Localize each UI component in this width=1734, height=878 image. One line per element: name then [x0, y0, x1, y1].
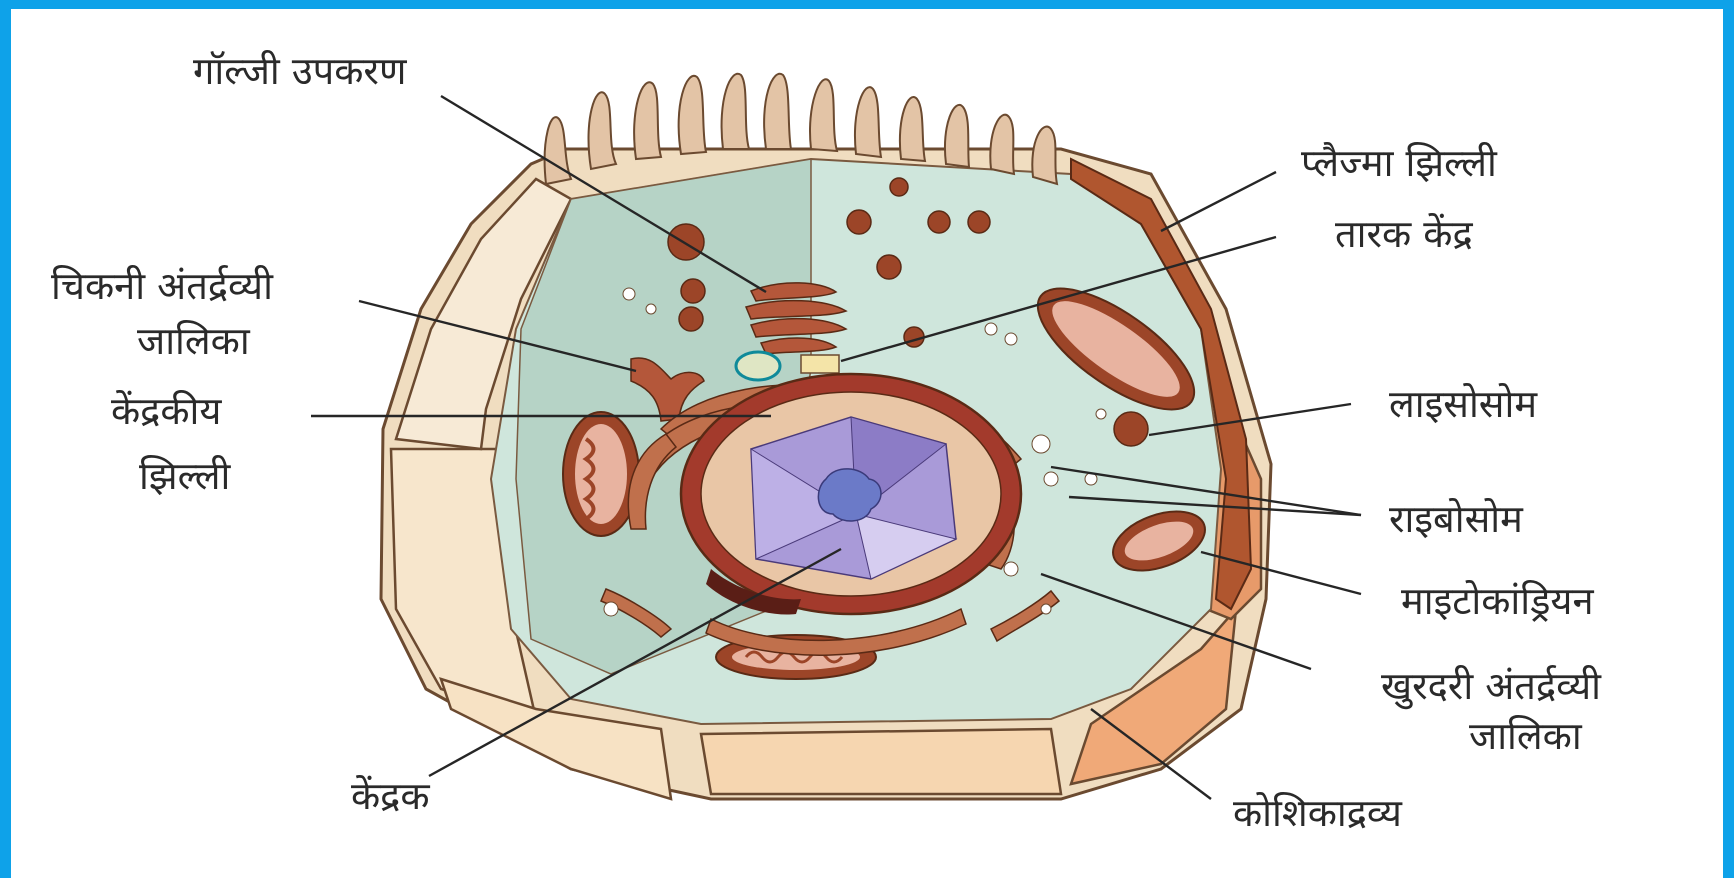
diagram-panel: गॉल्जी उपकरण चिकनी अंतर्द्रव्यी जालिका क…: [11, 9, 1723, 878]
label-cytoplasm: कोशिकाद्रव्य: [1233, 791, 1403, 835]
label-nuclear-membrane-line1: केंद्रकीय: [111, 389, 222, 433]
cell-wall-panel-bottom: [701, 729, 1061, 794]
label-smooth-er-line2: जालिका: [137, 319, 251, 363]
label-plasma-membrane: प्लैज्मा झिल्ली: [1301, 141, 1498, 185]
label-nuclear-membrane-line2: झिल्ली: [139, 454, 231, 498]
leader-plasma-membrane: [1161, 172, 1276, 231]
animal-cell-cutaway-icon: [381, 74, 1271, 799]
animal-cell-diagram: गॉल्जी उपकरण चिकनी अंतर्द्रव्यी जालिका क…: [11, 9, 1723, 878]
nucleus: [681, 374, 1021, 615]
label-centrosome: तारक केंद्र: [1335, 212, 1473, 256]
label-ribosome: राइबोसोम: [1389, 497, 1524, 541]
label-lysosome: लाइसोसोम: [1389, 382, 1538, 426]
label-rough-er-line1: खुरदरी अंतर्द्रव्यी: [1381, 664, 1602, 710]
label-mitochondrion: माइटोकांड्रियन: [1401, 579, 1594, 623]
label-nucleus: केंद्रक: [351, 774, 430, 818]
label-golgi: गॉल्जी उपकरण: [193, 49, 407, 93]
label-rough-er-line2: जालिका: [1469, 714, 1583, 758]
label-smooth-er-line1: चिकनी अंतर्द्रव्यी: [51, 264, 274, 308]
